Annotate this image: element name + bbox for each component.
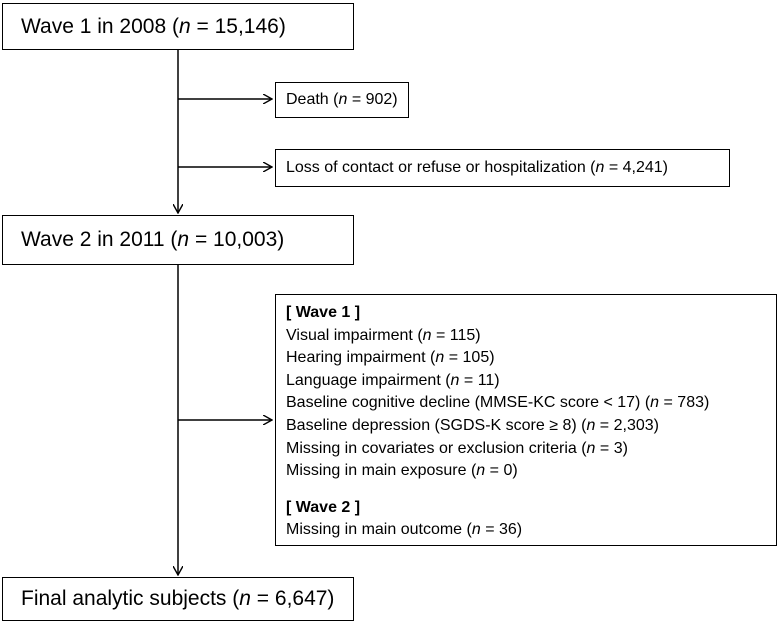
loss-box: Loss of contact or refuse or hospitaliza… [275,149,730,187]
exclusion-item: Hearing impairment (n = 105) [286,349,495,367]
exclusion-item: Baseline depression (SGDS-K score ≥ 8) (… [286,416,659,434]
spacer [286,483,766,497]
wave1-label: Wave 1 in 2008 (n = 15,146) [21,14,286,38]
death-label: Death (n = 902) [286,91,398,108]
wave2-box: Wave 2 in 2011 (n = 10,003) [2,215,354,265]
wave1-exclusion-header: [ Wave 1 ] [286,304,361,321]
wave1-box: Wave 1 in 2008 (n = 15,146) [2,3,354,50]
exclusion-item: Missing in main exposure (n = 0) [286,462,518,480]
exclusion-item: Missing in main outcome (n = 36) [286,521,523,539]
final-label: Final analytic subjects (n = 6,647) [21,587,335,610]
exclusion-item: Visual impairment (n = 115) [286,326,481,344]
wave2-exclusion-header: [ Wave 2 ] [286,498,361,516]
exclusion-item: Baseline cognitive decline (MMSE-KC scor… [286,394,710,412]
final-box: Final analytic subjects (n = 6,647) [2,577,354,621]
loss-label: Loss of contact or refuse or hospitaliza… [286,159,669,176]
wave2-label: Wave 2 in 2011 (n = 10,003) [21,228,285,251]
exclusion-item: Language impairment (n = 11) [286,371,500,389]
exclusion-item: Missing in covariates or exclusion crite… [286,439,628,457]
death-box: Death (n = 902) [275,82,409,118]
exclusions-box: [ Wave 1 ] Visual impairment (n = 115) H… [275,294,777,546]
